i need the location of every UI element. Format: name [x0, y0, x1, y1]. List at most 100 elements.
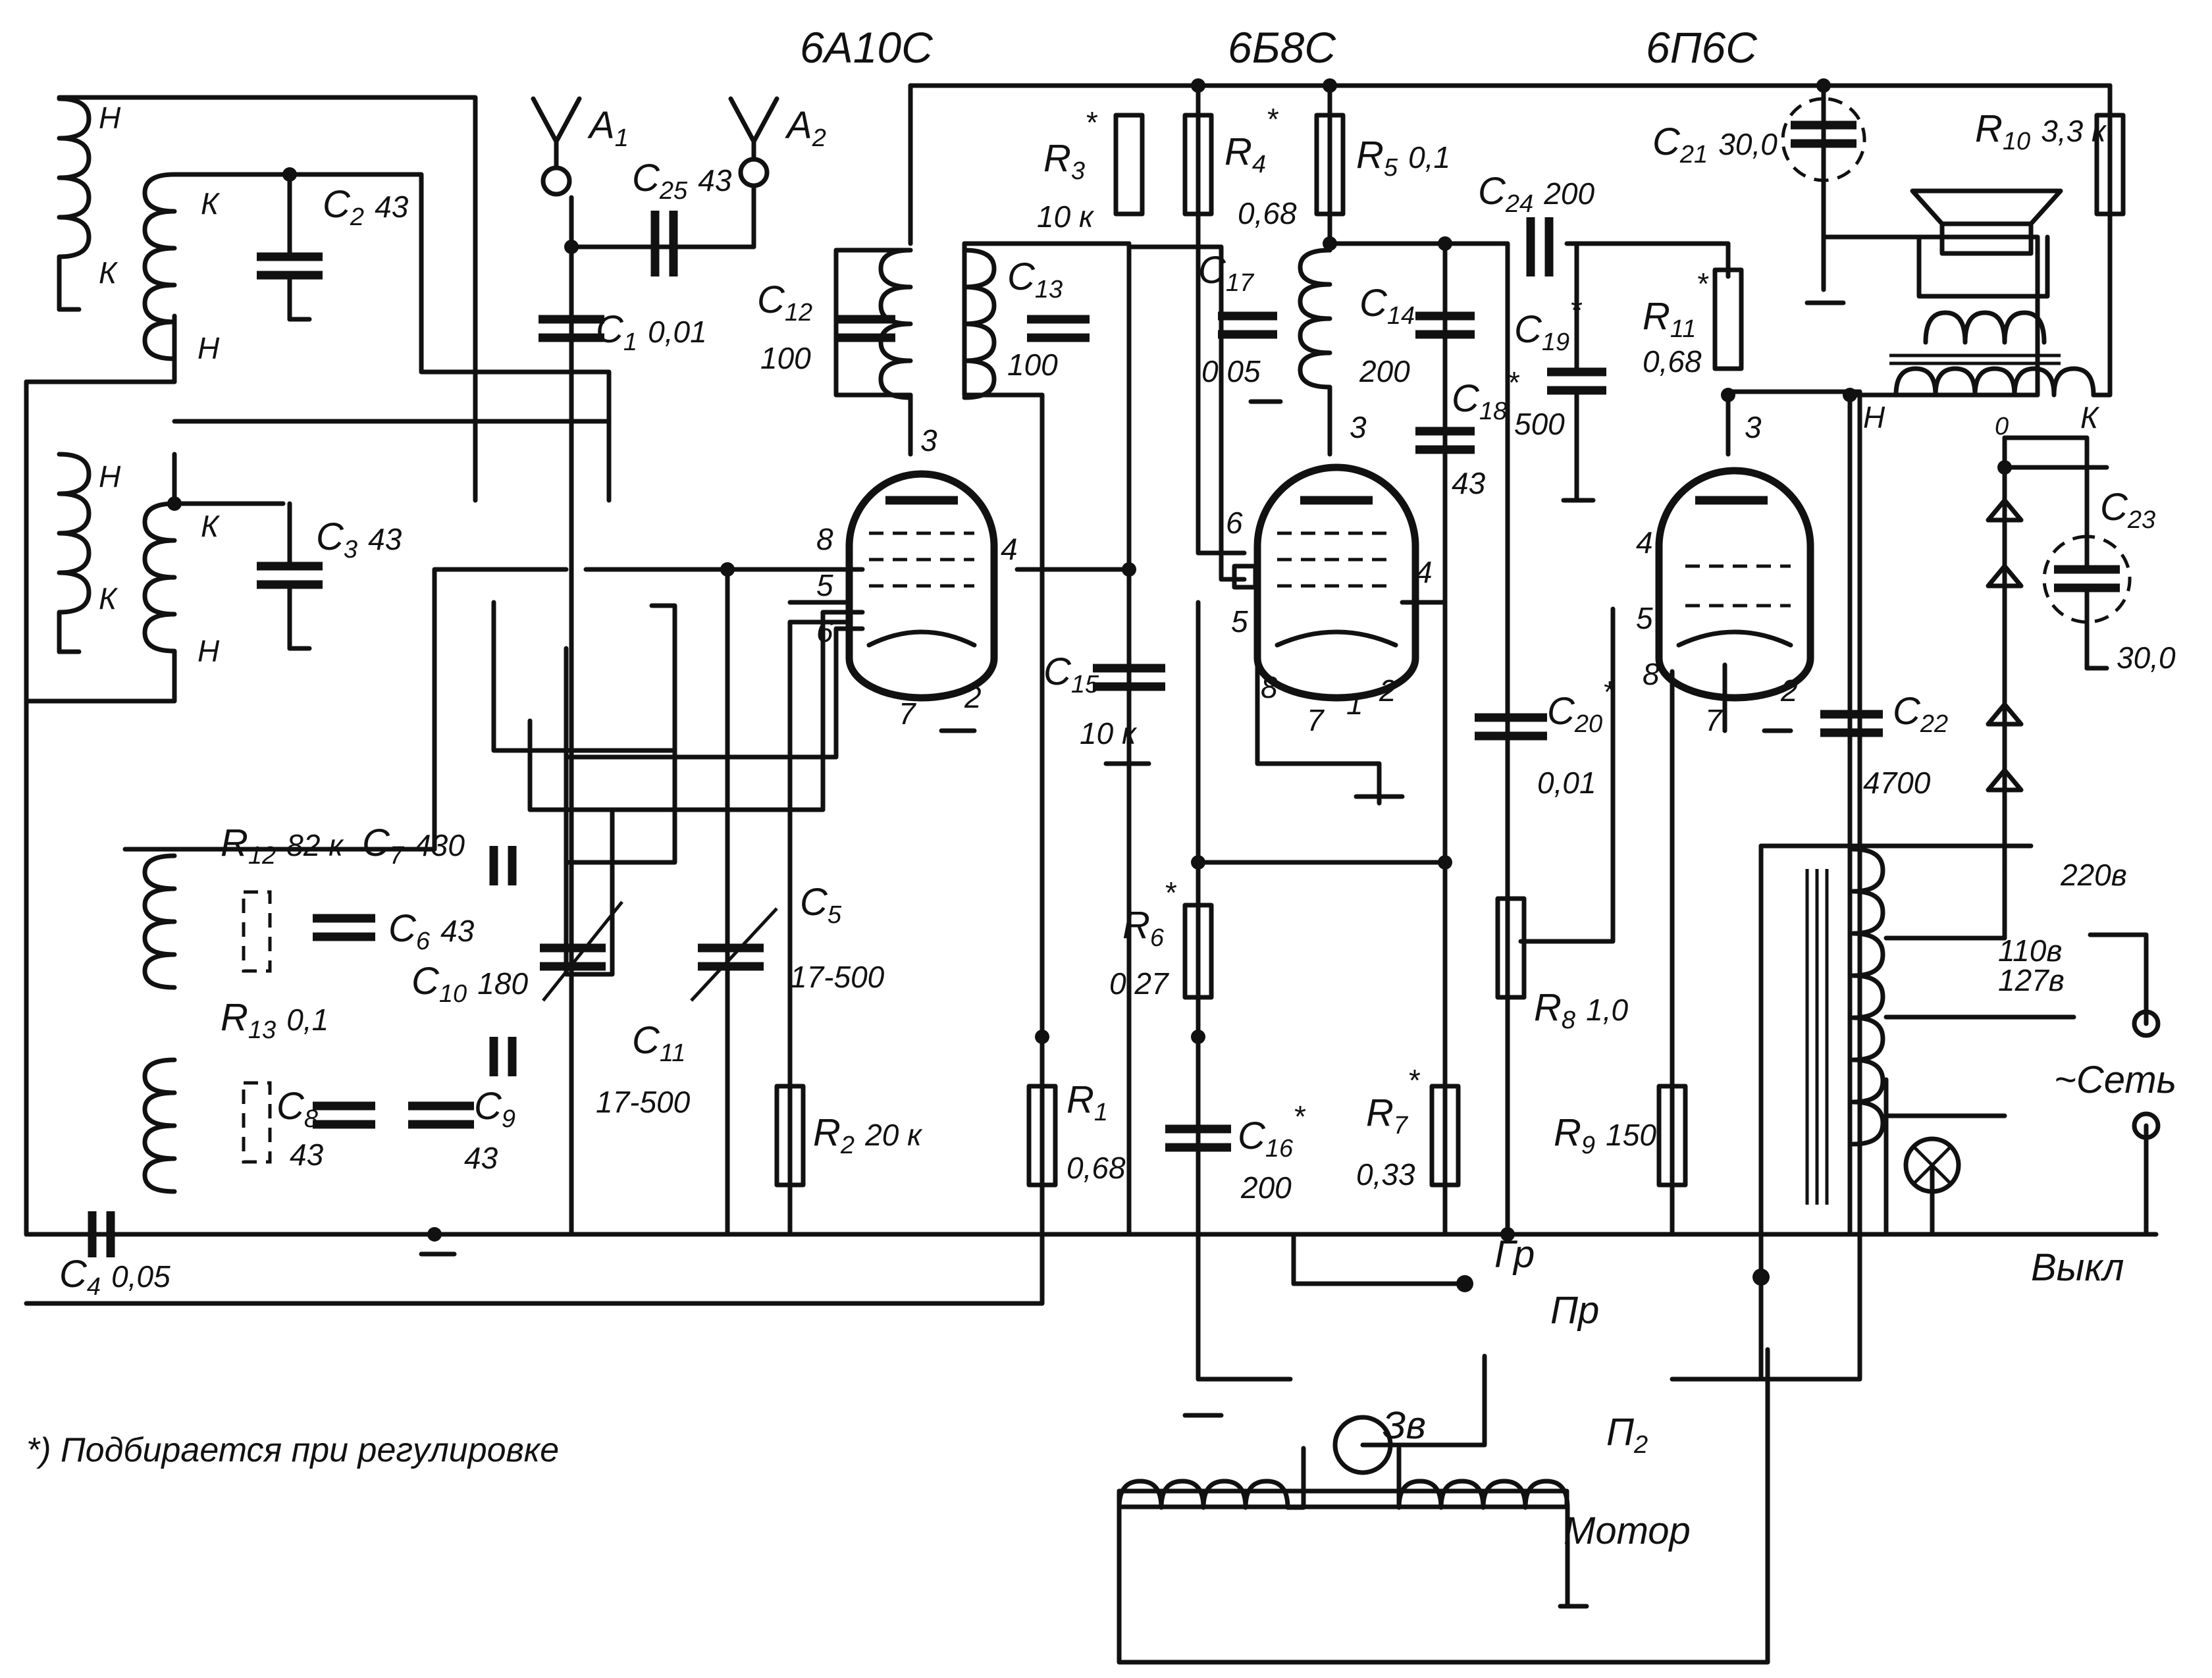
r9-label: R9 150	[1554, 1111, 1656, 1159]
output-transformer-secondary	[1923, 310, 2047, 345]
tap-127v: 127в	[1998, 963, 2065, 997]
c8-value: 43	[290, 1138, 324, 1172]
t2-pin3: 3	[1350, 410, 1367, 444]
diode-stack	[1986, 498, 2024, 793]
c23-value: 30,0	[2117, 641, 2176, 675]
t1-pin8: 8	[816, 522, 833, 556]
t2-pin7: 7	[1307, 703, 1325, 737]
c15-label: C15	[1043, 650, 1099, 698]
r7-value: 0,33	[1356, 1157, 1415, 1192]
cap-c3	[257, 562, 323, 589]
cap-c4	[88, 1211, 115, 1257]
c4-label: C4 0,05	[59, 1253, 171, 1301]
coil-l2	[142, 172, 177, 361]
t3-pin7: 7	[1705, 703, 1723, 737]
coil-tag-k3: К	[99, 581, 118, 616]
r10-label: R10 3,3 к	[1975, 107, 2107, 155]
cap-c11-var	[540, 943, 606, 971]
coil-tag-k5: К	[2080, 400, 2100, 434]
pickup-label: Зв	[1382, 1404, 1426, 1447]
c19-value: 500	[1514, 407, 1565, 441]
cap-c19	[1547, 367, 1606, 395]
t1-pin5: 5	[816, 568, 833, 602]
capacitors	[88, 97, 2132, 1257]
coil-tag-h1: Н	[99, 101, 121, 135]
t2-pin5: 5	[1231, 604, 1248, 639]
cap-c16	[1165, 1124, 1231, 1152]
c9-value: 43	[464, 1141, 498, 1175]
c10-label: C10 180	[411, 960, 528, 1008]
c21-label: C21 30,0	[1652, 120, 1778, 169]
r7-label: R7*	[1366, 1063, 1421, 1140]
c13-value: 100	[1007, 348, 1058, 382]
c18-label: C18*	[1452, 365, 1520, 425]
tap-110v: 110в	[1998, 933, 2062, 968]
c2-label: C2 43	[323, 183, 409, 231]
cap-c12	[836, 315, 895, 342]
antenna-a1-icon	[531, 96, 582, 170]
r6-value: 0,27	[1109, 966, 1169, 1001]
cap-c21	[1791, 120, 1856, 148]
coil-l9	[1298, 248, 1332, 390]
cap-c15	[1093, 664, 1165, 691]
tube-2	[1232, 463, 1419, 702]
antenna-a2-icon	[728, 96, 779, 161]
coil-l4	[142, 501, 177, 654]
resistors	[242, 113, 2126, 1188]
r8-label: R8 1,0	[1534, 986, 1629, 1034]
cap-c24	[1526, 217, 1554, 276]
r11-value: 0,68	[1643, 344, 1702, 379]
c15-value: 10 к	[1080, 716, 1138, 750]
coil-l5	[142, 853, 177, 990]
cap-c14	[1415, 311, 1475, 339]
coil-l7	[878, 248, 913, 400]
cap-c10	[489, 1037, 517, 1076]
c11-value: 17-500	[596, 1085, 691, 1119]
t1-pin4: 4	[1001, 532, 1018, 566]
r4-value: 0,68	[1238, 196, 1297, 230]
cap-c9	[408, 1101, 474, 1129]
t3-pin2: 2	[1780, 673, 1798, 708]
tube-1	[845, 470, 998, 702]
tube-1-type: 6А10С	[800, 23, 934, 72]
c11-label: C11	[632, 1019, 685, 1067]
cap-c1	[539, 315, 604, 342]
symbols	[531, 96, 2161, 1509]
cap-c6	[313, 914, 375, 941]
res-r7	[1429, 1084, 1461, 1188]
coil-l8	[962, 248, 997, 400]
c24-label: C24 200	[1478, 170, 1594, 218]
c3-label: C3 43	[316, 515, 402, 564]
t1-pin3: 3	[920, 423, 937, 458]
cap-c7	[489, 846, 517, 885]
res-r4	[1182, 113, 1214, 217]
cap-c13	[1027, 315, 1090, 342]
res-r5	[1314, 113, 1346, 217]
lamp-icon	[1903, 1136, 1961, 1194]
res-r1	[1026, 1084, 1058, 1188]
r11-label: R11*	[1643, 267, 1709, 343]
cap-c18	[1415, 427, 1475, 454]
output-tap-0: 0	[1995, 413, 2009, 440]
cap-c25	[650, 211, 678, 276]
grounds	[57, 300, 2109, 1609]
res-r6	[1182, 903, 1214, 1000]
cap-c2	[257, 252, 323, 280]
t1-pin6: 6	[816, 614, 833, 648]
switch-p2-label: П2	[1606, 1411, 1648, 1459]
t3-pin8: 8	[1643, 657, 1660, 691]
speaker-icon	[1910, 188, 2063, 256]
r1-value: 0,68	[1066, 1151, 1126, 1185]
motor-winding-left	[1117, 1446, 1306, 1510]
c16-label: C16*	[1238, 1099, 1306, 1163]
c14-label: C14	[1359, 282, 1415, 330]
power-transformer-primary	[1851, 847, 1885, 1147]
r2-label: R2 20 к	[813, 1111, 923, 1159]
t3-pin5: 5	[1636, 601, 1653, 635]
coil-l3	[57, 452, 92, 654]
cap-c8	[313, 1101, 375, 1129]
cap-c23	[2054, 565, 2120, 592]
junctions	[167, 78, 2012, 1292]
switch-gr-label: Гр	[1494, 1233, 1535, 1276]
